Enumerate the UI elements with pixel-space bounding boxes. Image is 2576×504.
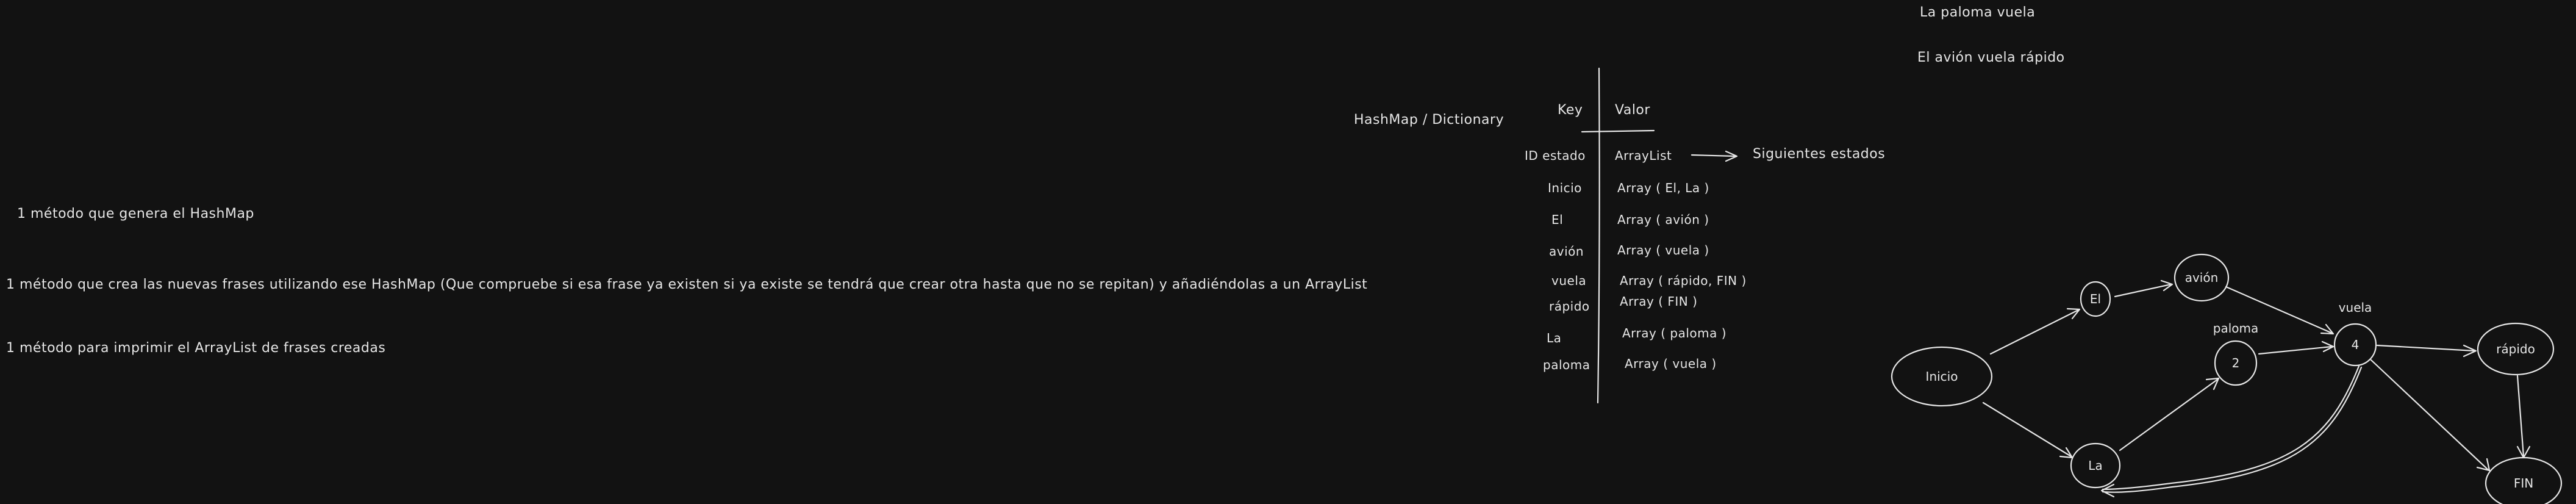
note-print-arraylist: 1 método para imprimir el ArrayList de f… xyxy=(6,340,386,356)
node-avion-label: avión xyxy=(2184,270,2219,285)
edge-avion-4 xyxy=(2225,286,2334,335)
table-vertical-divider xyxy=(1597,67,1600,404)
row-value: ArrayList xyxy=(1615,148,1672,163)
row-key: vuela xyxy=(1551,273,1587,288)
sentence-2: El avión vuela rápido xyxy=(1917,50,2065,65)
node-4-label: 4 xyxy=(2351,337,2360,352)
node-4 xyxy=(2333,323,2377,367)
edge-2-4 xyxy=(2258,340,2334,355)
next-states-arrow xyxy=(1690,154,1737,157)
node-la-label: La xyxy=(2088,458,2103,473)
row-value: Array ( vuela ) xyxy=(1617,243,1709,257)
node-la xyxy=(2070,442,2121,489)
node-inicio xyxy=(1891,346,1993,407)
sentence-1: La paloma vuela xyxy=(1920,5,2036,20)
row-key: Inicio xyxy=(1548,181,1582,195)
edge-4-la-loop xyxy=(2100,365,2363,498)
key-header: Key xyxy=(1558,103,1583,118)
note-generate-hashmap: 1 método que genera el HashMap xyxy=(17,206,254,221)
row-key: rápido xyxy=(1549,299,1590,314)
node-2 xyxy=(2214,340,2258,386)
annotation-vuela: vuela xyxy=(2338,300,2372,315)
node-rapido-label: rápido xyxy=(2496,342,2535,356)
row-key: La xyxy=(1547,331,1562,345)
row-key: El xyxy=(1551,212,1564,227)
value-header: Valor xyxy=(1615,103,1650,118)
edge-4-fin xyxy=(2370,359,2491,472)
edge-inicio-el xyxy=(1989,308,2081,355)
node-rapido xyxy=(2477,322,2555,376)
node-el-label: El xyxy=(2089,292,2102,306)
edge-la-2 xyxy=(2119,377,2220,452)
edge-el-avion xyxy=(2114,279,2174,298)
row-value: Array ( vuela ) xyxy=(1625,356,1717,371)
next-states-label: Siguientes estados xyxy=(1753,146,1886,162)
row-key: paloma xyxy=(1543,358,1590,372)
note-create-phrases: 1 método que crea las nuevas frases util… xyxy=(6,277,1368,292)
row-value: Array ( paloma ) xyxy=(1622,326,1727,340)
node-fin-label: FIN xyxy=(2513,476,2534,491)
row-key: ID estado xyxy=(1525,148,1586,163)
node-el xyxy=(2080,281,2111,317)
edge-4-rapido xyxy=(2376,344,2477,358)
next-states-arrowhead xyxy=(1725,150,1738,162)
hashmap-title: HashMap / Dictionary xyxy=(1354,112,1504,128)
node-2-label: 2 xyxy=(2231,356,2240,370)
table-header-underline xyxy=(1581,129,1655,133)
edge-inicio-la xyxy=(1982,401,2073,459)
row-key: avión xyxy=(1549,244,1584,259)
row-value: Array ( FIN ) xyxy=(1620,294,1698,309)
node-inicio-label: Inicio xyxy=(1925,369,1958,384)
annotation-paloma: paloma xyxy=(2213,321,2259,336)
row-value: Array ( El, La ) xyxy=(1617,181,1709,195)
edge-rapido-fin xyxy=(2516,375,2531,459)
node-avion xyxy=(2174,253,2230,302)
row-value: Array ( rápido, FIN ) xyxy=(1620,273,1747,288)
row-value: Array ( avión ) xyxy=(1617,212,1709,227)
